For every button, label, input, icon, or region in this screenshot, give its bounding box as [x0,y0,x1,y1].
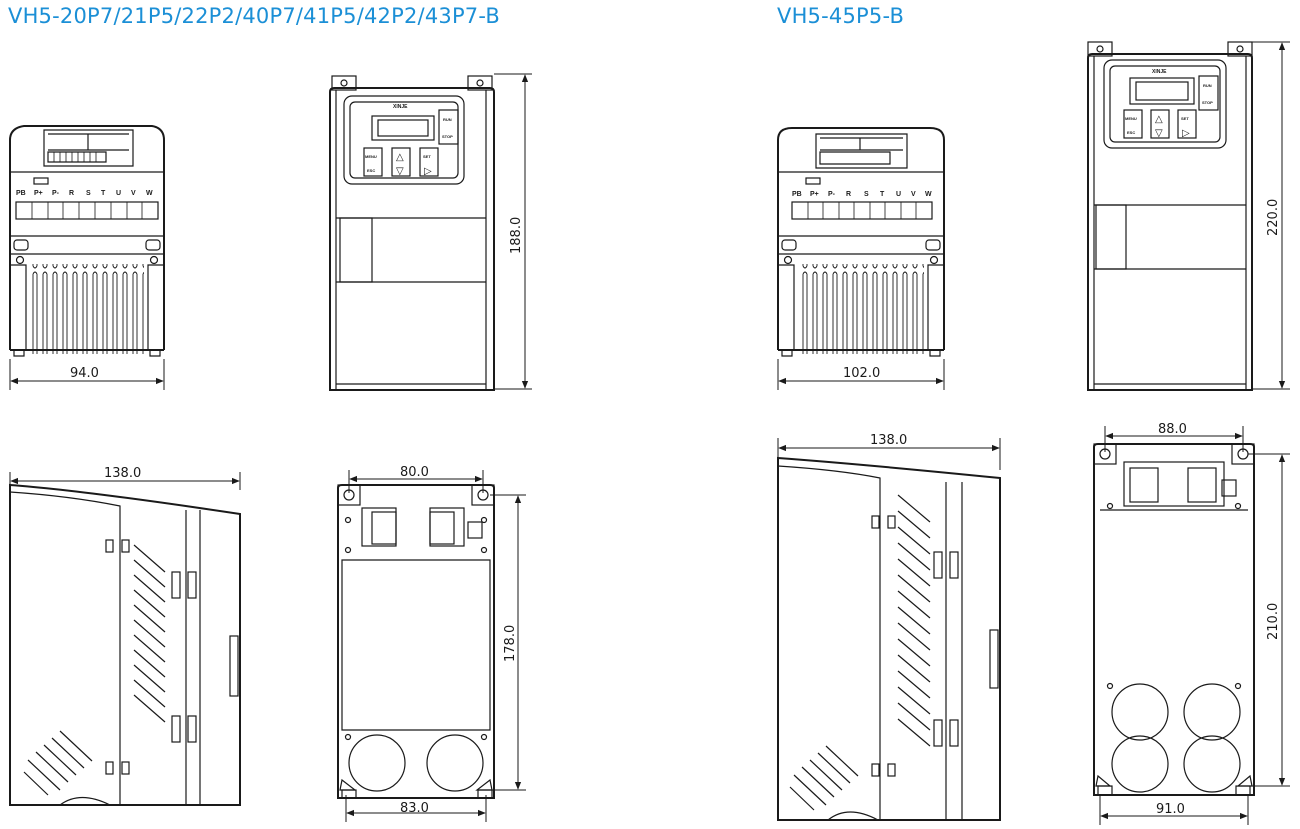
key-up-left: △ [396,152,404,163]
key-esc-right: ESC [1127,130,1135,135]
key-set-left: SET [423,154,431,159]
dim-right-back-height: 210.0 [1266,603,1281,640]
key-right-left: ▷ [424,166,432,177]
key-up-right: △ [1155,114,1163,125]
terminal-u-r: U [896,191,901,198]
dim-right-side-depth: 138.0 [870,433,907,448]
dim-right-side-height: 220.0 [1266,199,1281,236]
brand-logo-left: XINJE [393,104,408,110]
key-run-left: RUN [443,117,452,122]
key-right-right: ▷ [1182,128,1190,139]
terminal-w-r: W [925,191,932,198]
dim-left-back-top-width: 80.0 [400,465,429,480]
terminal-p-plus: P+ [34,190,43,197]
terminal-labels-right: PB P+ P- R S T U V W [792,191,932,198]
terminal-pb: PB [16,190,26,197]
terminal-u: U [116,190,121,197]
key-menu-right: MENU [1125,116,1137,121]
key-set-right: SET [1181,116,1189,121]
dim-left-back-height: 178.0 [503,625,518,662]
terminal-v: V [131,190,136,197]
key-down-left: ▽ [396,166,404,177]
key-run-right: RUN [1203,83,1212,88]
terminal-w: W [146,190,153,197]
left-profile-view [9,483,241,806]
dim-left-side-height: 188.0 [509,217,524,254]
key-stop-right: STOP [1202,100,1213,105]
terminal-p-plus-r: P+ [810,191,819,198]
left-back-view [337,484,495,799]
right-back-view [1093,443,1255,796]
terminal-labels-left: PB P+ P- R S T U V W [16,190,153,197]
terminal-p-minus: P- [52,190,60,197]
terminal-s-r: S [864,191,869,198]
right-keypad-view: XINJE RUN STOP MENU ESC △ ▽ SET ▷ [1087,41,1253,391]
right-profile-view [777,456,1001,821]
model-title-left: VH5-20P7/21P5/22P2/40P7/41P5/42P2/43P7-B [8,4,501,28]
terminal-p-minus-r: P- [828,191,836,198]
dim-right-back-top-width: 88.0 [1158,422,1187,437]
key-menu-left: MENU [365,154,377,159]
dim-right-back-bottom-width: 91.0 [1156,802,1185,817]
terminal-t-r: T [880,191,885,198]
terminal-s: S [86,190,91,197]
key-stop-left: STOP [442,134,453,139]
left-keypad-view: XINJE RUN STOP MENU ESC △ ▽ SET ▷ [329,75,495,391]
terminal-pb-r: PB [792,191,802,198]
dim-left-side-depth: 138.0 [104,466,141,481]
terminal-v-r: V [911,191,916,198]
terminal-t: T [101,190,106,197]
dim-left-front-width: 94.0 [70,366,99,381]
terminal-r-r: R [846,191,851,198]
model-title-right: VH5-45P5-B [777,4,905,28]
brand-logo-right: XINJE [1152,69,1167,75]
left-front-view: PB P+ P- R S T U V W [9,125,165,357]
dim-left-back-bottom-width: 83.0 [400,801,429,816]
key-down-right: ▽ [1155,128,1163,139]
right-front-view: PB P+ P- R S T U V W [777,127,945,357]
key-esc-left: ESC [367,168,375,173]
terminal-r: R [69,190,74,197]
dim-right-front-width: 102.0 [843,366,880,381]
